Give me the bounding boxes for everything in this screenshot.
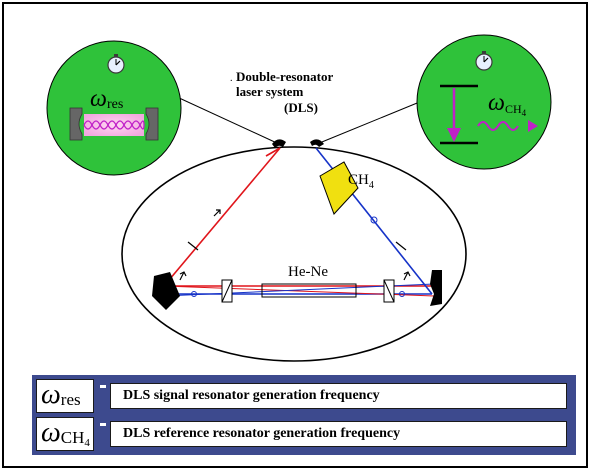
title-line-3: (DLS) <box>284 100 318 115</box>
legend-dash <box>100 423 106 426</box>
signal-resonator-inset: ωres <box>46 40 182 176</box>
transition-arrow-icon <box>447 128 461 142</box>
svg-text:.: . <box>230 73 233 84</box>
cavity-mirror-left <box>69 107 83 141</box>
beam-markers <box>179 209 411 281</box>
dls-diagram: He-Ne CH4 Double-resonator laser system … <box>46 34 552 362</box>
beam-marker-circle <box>399 291 405 297</box>
cavity-mirror-right <box>145 107 159 141</box>
he-ne-tube <box>261 283 357 298</box>
wave-arrow-icon <box>528 120 538 132</box>
legend-panel: ωres DLS signal resonator generation fre… <box>32 375 576 455</box>
legend-description-ch4: DLS reference resonator generation frequ… <box>110 421 567 447</box>
mirror-bottom-left <box>152 272 180 310</box>
title-line-2: laser system <box>236 84 303 99</box>
mirror-top-right <box>310 139 324 147</box>
legend-symbol-res: ωres <box>36 379 94 413</box>
connector-line-right <box>316 100 423 145</box>
legend-row-ch4: ωCH4 DLS reference resonator generation … <box>36 417 572 451</box>
omega-res-label: ωres <box>90 86 123 112</box>
legend-row-res: ωres DLS signal resonator generation fre… <box>36 379 572 413</box>
legend-symbol-ch4: ωCH4 <box>36 417 94 451</box>
legend-dash <box>100 385 106 388</box>
mirror-bottom-right <box>430 270 442 306</box>
title-line-1: Double-resonator <box>236 69 333 84</box>
stopwatch-icon <box>475 51 493 71</box>
emitted-wave <box>477 121 519 131</box>
beam-marker-circle <box>370 216 378 224</box>
omega-ch4-label: ωCH4 <box>488 90 527 118</box>
reference-resonator-inset: ωCH4 <box>416 34 552 170</box>
beam-marker-circle <box>191 291 197 297</box>
laser-housing-ellipse <box>121 146 467 362</box>
connector-line-left <box>163 90 280 145</box>
ch4-label: CH4 <box>348 172 374 191</box>
legend-description-res: DLS signal resonator generation frequenc… <box>110 383 567 409</box>
mirror-top-left <box>272 139 286 148</box>
ch4-cell <box>319 161 359 215</box>
he-ne-label: He-Ne <box>288 264 328 280</box>
stopwatch-icon <box>107 54 125 74</box>
